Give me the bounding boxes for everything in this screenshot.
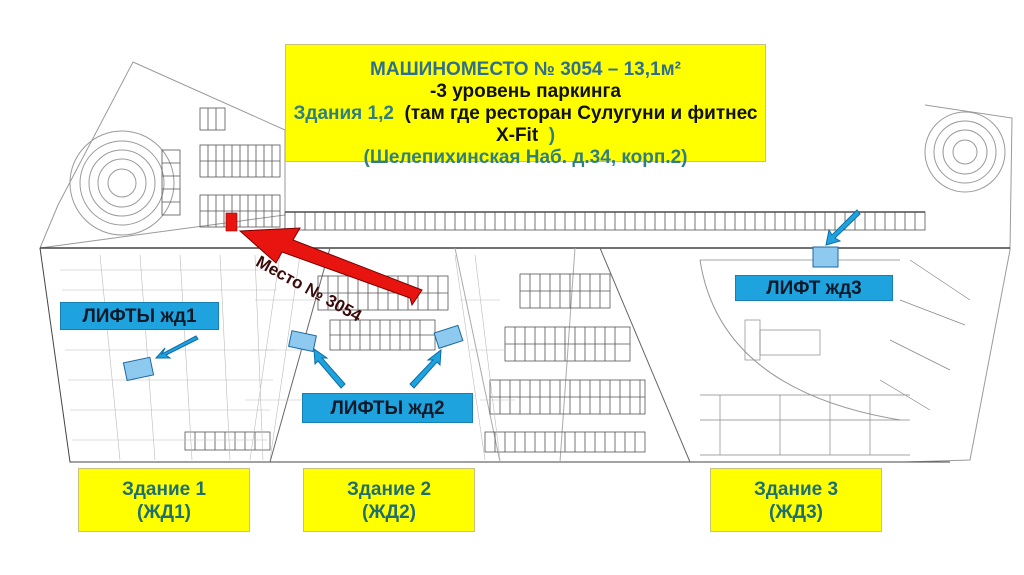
title-buildings-suffix: ) [548,125,556,146]
central-parking-zone [269,247,691,463]
arrow-to-lift-zhd2-left [313,347,346,389]
building-1-name: Здание 1 [121,479,207,500]
spot-pointer-arrow [238,227,423,307]
building-2-code: (ЖД2) [362,502,416,523]
building-2-label: Здание 2 (ЖД2) [303,468,475,532]
title-buildings-body: (там где ресторан Сулугуни и фитнес X-Fi… [404,103,758,146]
title-buildings: Здания 1,2 (там где ресторан Сулугуни и … [286,103,765,147]
lift-label-zhd1: ЛИФТЫ жд1 [60,302,219,330]
building-2-rooms [245,254,515,461]
building-3-rooms [700,259,971,456]
lift-shaft-zhd3 [812,246,839,268]
parking-spot-3054 [225,212,238,232]
arrow-to-lift-zhd2-right [409,348,442,389]
lift-shaft-zhd2-right [433,324,464,349]
title-buildings-prefix: Здания 1,2 [293,103,394,124]
lift-label-zhd3: ЛИФТ жд3 [735,275,893,301]
title-banner: МАШИНОМЕСТО № 3054 – 13,1м² -3 уровень п… [285,44,766,168]
building-3-code: (ЖД3) [769,502,823,523]
building-2-name: Здание 2 [346,479,432,500]
plan-outline-right [904,104,1013,463]
arrow-to-lift-zhd1 [154,335,199,359]
parking-cluster-left [161,107,281,228]
title-spot-number: МАШИНОМЕСТО № 3054 – 13,1м² [370,59,681,80]
ramp-right [924,111,1006,193]
arrow-to-lift-zhd3 [825,209,861,246]
building-3-name: Здание 3 [753,479,839,500]
title-address: (Шелепихинская Наб. д.34, корп.2) [363,147,688,168]
building-1-code: (ЖД1) [137,502,191,523]
lift-shaft-zhd1 [122,356,155,382]
ramp-left [69,130,175,236]
lift-label-zhd2: ЛИФТЫ жд2 [302,393,473,423]
title-level: -3 уровень паркинга [430,81,621,102]
building-3-label: Здание 3 (ЖД3) [710,468,882,532]
parking-row-top [284,211,926,231]
lift-shaft-zhd2-left [288,330,317,353]
building-1-label: Здание 1 (ЖД1) [78,468,250,532]
